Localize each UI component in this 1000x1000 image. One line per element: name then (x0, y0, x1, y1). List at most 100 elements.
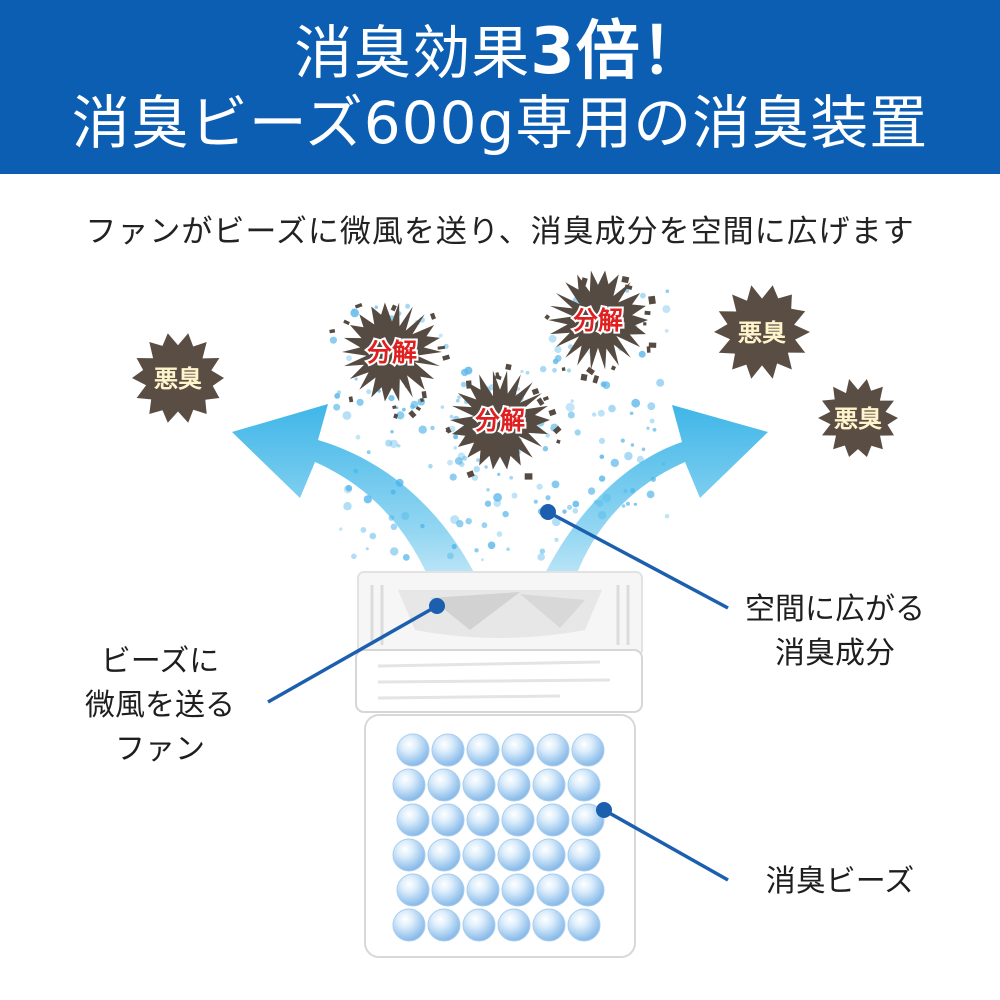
mist-dot (473, 466, 480, 473)
bead (532, 768, 566, 802)
mist-dot (388, 395, 395, 402)
beads-leader-line (603, 808, 729, 882)
mist-dot (385, 439, 393, 447)
mist-dot (462, 455, 468, 461)
mist-dot (487, 541, 496, 550)
mist-dot (456, 520, 464, 528)
mist-dot (484, 500, 492, 507)
mist-dot (600, 381, 607, 388)
mist-dot (664, 329, 669, 333)
mist-dot (636, 455, 645, 463)
mist-dot (610, 458, 619, 468)
mist-dot (390, 547, 399, 556)
mist-dot (396, 411, 405, 420)
mist-dot (624, 451, 633, 461)
mist-dot (356, 398, 364, 406)
mist-dot (554, 537, 559, 542)
mist-dot (502, 510, 509, 518)
bead (462, 908, 496, 942)
device-band (355, 649, 643, 713)
mist-dot (640, 292, 646, 299)
mist-dot (525, 370, 530, 375)
mist-dot (646, 490, 655, 499)
mist-dot (545, 495, 551, 501)
bead (497, 908, 531, 942)
mist-dot (552, 367, 557, 373)
mist-dot (662, 305, 671, 314)
mist-dot (496, 531, 503, 537)
bead (462, 768, 496, 802)
mist-dot (402, 407, 406, 412)
headline-line-1: 消臭効果3倍！ (294, 17, 706, 88)
decompose-label: 分解 (573, 306, 623, 335)
mist-dot (474, 548, 479, 553)
bead (501, 873, 535, 907)
headline-emphasis: 3倍！ (530, 14, 706, 89)
right-flow-arrow (520, 405, 768, 640)
headline-line-2: 消臭ビーズ600g専用の消臭装置 (71, 88, 929, 157)
mist-dot (520, 369, 524, 374)
mist-dot (540, 365, 547, 373)
mist-dot (545, 433, 550, 438)
mist-dot (493, 493, 502, 502)
bead (431, 873, 465, 907)
mist-dot (355, 434, 361, 440)
mist-dot (453, 446, 458, 450)
odor-blob: 悪臭 (714, 285, 810, 379)
mist-dot (390, 523, 398, 531)
bead (501, 803, 535, 837)
mist-dot (551, 480, 560, 489)
decompose-blob: 分解 (544, 270, 657, 384)
mist-dot (465, 518, 472, 525)
fan-callout-line: ファン (115, 732, 205, 767)
mist-dot (449, 414, 454, 419)
mist-dot (599, 454, 605, 460)
mist-dot (363, 495, 372, 504)
mist-dot (484, 465, 488, 469)
mist-dot (430, 425, 435, 431)
bead (532, 908, 566, 942)
deodorizing-beads (392, 733, 605, 942)
bead (431, 803, 465, 837)
mist-dot (572, 500, 580, 508)
mist-dot (480, 558, 484, 562)
mist-dot (497, 472, 501, 476)
mist-dot (449, 473, 457, 481)
mist-dot (339, 527, 343, 531)
mist-dot (592, 412, 597, 417)
mist-dot (638, 350, 646, 358)
mist-dot (440, 405, 445, 409)
mist-dot (405, 303, 411, 309)
mist-dot (630, 443, 635, 447)
bead (532, 838, 566, 872)
mist-dot (646, 426, 650, 430)
mist-dot (631, 398, 641, 408)
mist-dot (333, 403, 341, 411)
odor-blob: 悪臭 (818, 379, 898, 457)
mist-dot (567, 411, 575, 419)
mist-dot (461, 368, 469, 377)
beads-callout: 消臭ビーズ (740, 860, 940, 904)
mist-dot (342, 411, 352, 420)
mist-dot (343, 502, 352, 511)
bead (466, 803, 500, 837)
mist-dot (360, 527, 367, 533)
mist-dot (533, 499, 538, 504)
mist-dot (506, 547, 510, 551)
mist-dot (608, 404, 616, 413)
mist-dot (459, 461, 465, 468)
mist-dot (366, 389, 372, 395)
mist-dot (329, 336, 337, 344)
bead (571, 733, 605, 767)
bead (427, 838, 461, 872)
mist-dot (625, 501, 631, 506)
header-banner: 消臭効果3倍！ 消臭ビーズ600g専用の消臭装置 (0, 0, 1000, 174)
mist-dot (447, 459, 453, 466)
bead (392, 838, 426, 872)
mist-dot (402, 554, 410, 561)
bead (536, 803, 570, 837)
mist-dot (366, 450, 371, 455)
mist-dot (537, 553, 545, 561)
